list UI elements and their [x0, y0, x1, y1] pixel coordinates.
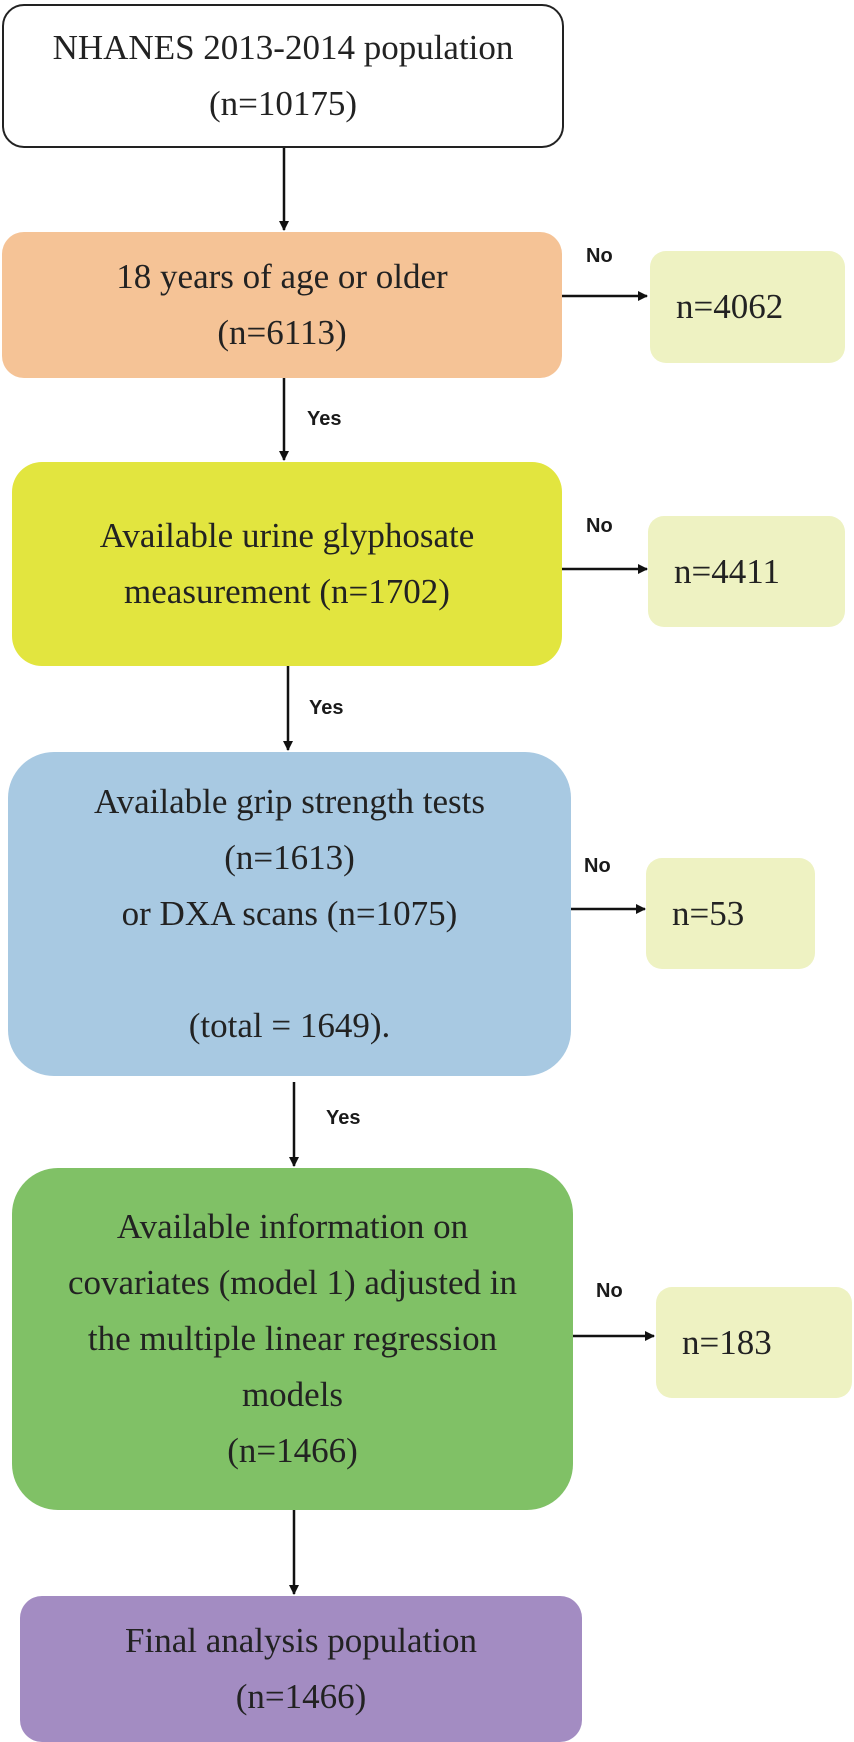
excluded-age-count: n=4062 [676, 287, 784, 326]
label-no-grip: No [584, 855, 611, 877]
node-final: Final analysis population (n=1466) [20, 1596, 582, 1742]
excluded-grip-count: n=53 [672, 893, 745, 933]
node-grip-dxa: or DXA scans (n=1075) [121, 894, 458, 933]
node-population-count: (n=10175) [208, 84, 358, 123]
node-covariates: Available information on covariates (mod… [12, 1168, 573, 1510]
excluded-urine-count: n=4411 [674, 551, 780, 591]
node-covariates-line4: models [241, 1375, 344, 1414]
label-no-urine: No [586, 515, 613, 537]
excluded-covariates-count: n=183 [682, 1322, 772, 1362]
node-grip-grip-count: (n=1613) [224, 838, 355, 877]
node-covariates-line1: Available information on [116, 1207, 469, 1246]
label-yes-grip: Yes [326, 1107, 361, 1129]
node-grip-total: (total = 1649). [188, 1006, 391, 1045]
label-yes-age: Yes [307, 408, 342, 430]
label-no-age: No [586, 245, 613, 267]
excluded-covariates: n=183 [656, 1287, 852, 1398]
node-population: NHANES 2013-2014 population (n=10175) [2, 4, 564, 148]
node-age-count: (n=6113) [217, 313, 347, 352]
node-age: 18 years of age or older (n=6113) [2, 232, 562, 378]
node-urine-count: measurement (n=1702) [124, 572, 450, 611]
excluded-urine: n=4411 [648, 516, 845, 627]
node-covariates-count: (n=1466) [227, 1431, 358, 1470]
excluded-grip: n=53 [646, 858, 815, 969]
label-no-covariates: No [596, 1280, 623, 1302]
node-urine-title: Available urine glyphosate [99, 516, 475, 555]
node-grip-spacer [285, 942, 294, 998]
label-yes-urine: Yes [309, 697, 344, 719]
node-grip: Available grip strength tests (n=1613) o… [8, 752, 571, 1076]
node-population-title: NHANES 2013-2014 population [52, 28, 514, 67]
node-age-title: 18 years of age or older [116, 257, 448, 296]
node-grip-title: Available grip strength tests [93, 782, 486, 821]
node-covariates-line3: the multiple linear regression [87, 1319, 498, 1358]
excluded-age: n=4062 [650, 251, 845, 363]
node-urine: Available urine glyphosate measurement (… [12, 462, 562, 666]
node-final-title: Final analysis population [125, 1621, 477, 1660]
node-covariates-line2: covariates (model 1) adjusted in [67, 1263, 518, 1302]
node-final-count: (n=1466) [235, 1677, 367, 1716]
